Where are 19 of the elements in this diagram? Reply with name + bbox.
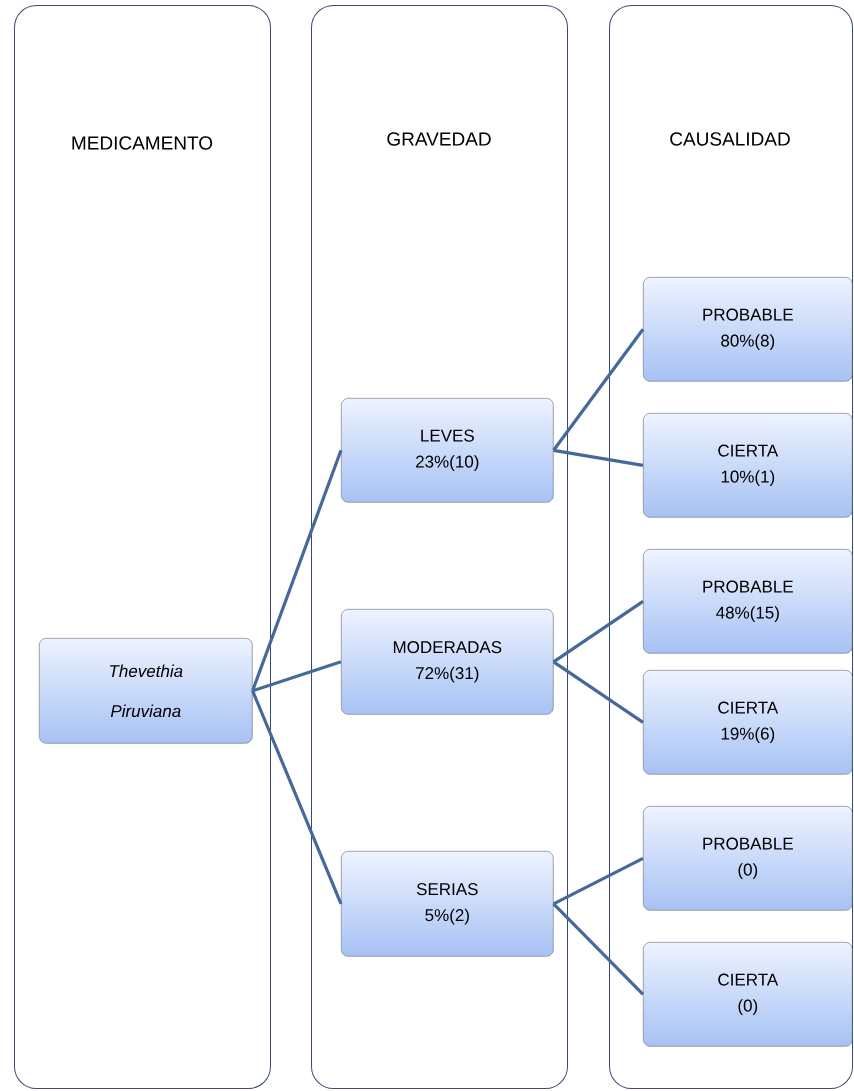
category-box: PROBABLE (0) xyxy=(643,806,853,911)
category-box: SERIAS 5%(2) xyxy=(341,851,554,957)
category-box: MODERADAS 72%(31) xyxy=(341,609,554,715)
connector-line xyxy=(552,328,645,452)
connector-line xyxy=(251,449,343,692)
connector-line xyxy=(552,856,644,906)
connector-line xyxy=(552,660,644,724)
connector-line xyxy=(553,448,644,467)
category-box: PROBABLE 80%(8) xyxy=(643,277,853,382)
category-box: LEVES 23%(10) xyxy=(341,398,554,503)
category-box: PROBABLE 48%(15) xyxy=(643,549,853,654)
category-box: CIERTA 19%(6) xyxy=(643,670,853,775)
category-box: CIERTA 10%(1) xyxy=(643,413,853,518)
category-box: CIERTA (0) xyxy=(643,942,853,1047)
connector-line xyxy=(251,690,343,905)
connector-line xyxy=(552,600,644,664)
category-box: Thevethia Piruviana xyxy=(39,638,253,744)
connector-line xyxy=(252,660,342,693)
connector-line xyxy=(552,902,645,996)
